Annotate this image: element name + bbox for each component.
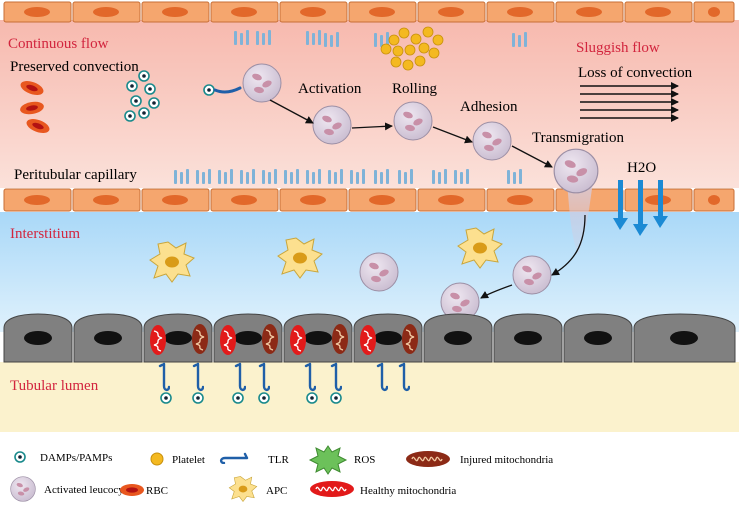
legend-ros-label: ROS	[354, 454, 375, 466]
capillary-lumen	[0, 20, 739, 188]
platelet-cluster	[380, 26, 444, 71]
legend-injured-mito-icon	[406, 451, 450, 467]
endothelium-bottom	[3, 188, 735, 212]
legend-damp-icon	[14, 451, 26, 463]
label-continuous-flow: Continuous flow	[8, 36, 109, 52]
legend-damps-label: DAMPs/PAMPs	[40, 452, 112, 464]
legend-leucocyte-icon	[10, 476, 36, 502]
legend-injured-mito-label: Injured mitochondria	[460, 454, 553, 466]
label-rolling: Rolling	[392, 81, 438, 97]
water-efflux-arrows	[613, 180, 668, 236]
leucocyte-initial	[242, 63, 282, 103]
label-tubular-lumen: Tubular lumen	[10, 378, 99, 394]
legend-ros-icon	[308, 445, 348, 475]
legend-apc-label: APC	[266, 485, 287, 497]
legend-rbc-icon	[120, 484, 144, 496]
legend-platelet-icon	[150, 452, 164, 466]
convection-arrows	[580, 82, 679, 122]
label-activation: Activation	[298, 81, 362, 97]
migration-arrows-interstitium	[480, 214, 586, 299]
legend-rbc-label: RBC	[146, 485, 168, 497]
leucocyte-rolling	[393, 101, 433, 141]
label-transmigration: Transmigration	[532, 130, 624, 146]
tlr-binding	[213, 86, 242, 94]
leucocyte-activation	[312, 105, 352, 145]
endothelium-top	[3, 1, 735, 23]
leucocyte-interstitial-2	[512, 255, 552, 295]
leucocyte-interstitial-1	[359, 252, 399, 292]
legend-platelet-label: Platelet	[172, 454, 205, 466]
tubular-lumen-region	[0, 362, 739, 432]
legend-healthy-mito-icon	[310, 481, 354, 497]
label-interstitium: Interstitium	[10, 226, 80, 242]
legend-tlr-label: TLR	[268, 454, 289, 466]
label-preserved-convection: Preserved convection	[10, 59, 139, 75]
legend-healthy-mito-label: Healthy mitochondria	[360, 485, 456, 497]
leucocyte-transmigrating	[553, 148, 599, 255]
legend: DAMPs/PAMPs Platelet TLR ROS Injured mit…	[10, 445, 553, 502]
label-adhesion: Adhesion	[460, 99, 518, 115]
label-h2o: H2O	[627, 160, 656, 176]
legend-leucocyte-label: Activated leucocyte	[44, 484, 132, 496]
label-sluggish-flow: Sluggish flow	[576, 40, 660, 56]
label-loss-of-convection: Loss of convection	[578, 65, 693, 81]
migration-arrows-vessel	[269, 99, 553, 168]
legend-tlr-icon	[219, 452, 249, 464]
legend-apc-icon	[228, 476, 258, 502]
label-peritubular-capillary: Peritubular capillary	[14, 167, 137, 183]
leucocyte-adhesion	[472, 121, 512, 161]
